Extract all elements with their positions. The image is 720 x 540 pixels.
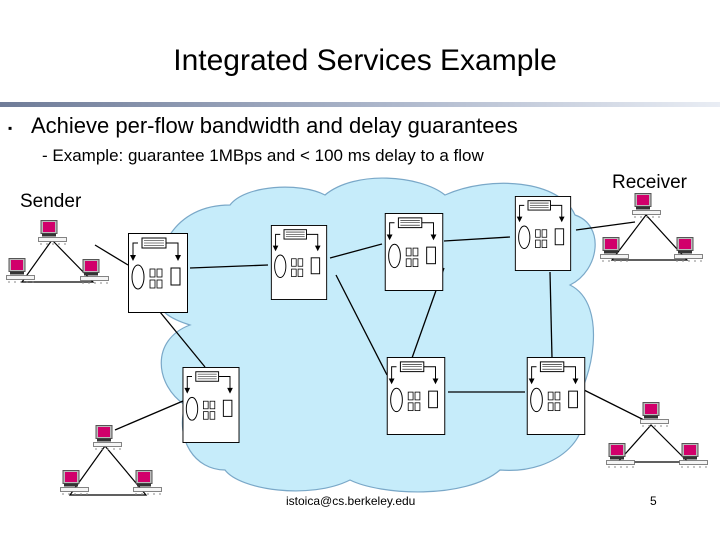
computer-host-icon xyxy=(38,220,67,246)
title-divider xyxy=(0,102,720,107)
slide-title: Integrated Services Example xyxy=(173,44,557,77)
sender-label: Sender xyxy=(20,191,82,212)
router-icon xyxy=(128,233,188,313)
bullet-text: Achieve per-flow bandwidth and delay gua… xyxy=(31,113,518,138)
router-icon xyxy=(514,196,572,271)
computer-host-icon xyxy=(632,193,661,219)
network-links xyxy=(94,221,649,431)
router-icon xyxy=(182,367,240,443)
footer-email: istoica@cs.berkeley.edu xyxy=(286,494,416,508)
page-number: 5 xyxy=(650,494,657,508)
router-icon xyxy=(270,225,328,300)
receiver-label: Receiver xyxy=(612,172,687,193)
computer-host-icon xyxy=(600,237,629,263)
square-bullet-icon: ▪ xyxy=(8,121,13,135)
computer-host-icon xyxy=(606,443,635,469)
router-icon xyxy=(384,213,444,291)
computer-host-icon xyxy=(640,402,669,428)
computer-host-icon xyxy=(679,443,708,469)
sub-bullet-text: - Example: guarantee 1MBps and < 100 ms … xyxy=(42,146,484,165)
computer-host-icon xyxy=(80,259,109,285)
router-icon xyxy=(386,357,446,435)
router-icon xyxy=(526,357,586,435)
computer-host-icon xyxy=(674,237,703,263)
computer-host-icon xyxy=(133,470,162,496)
